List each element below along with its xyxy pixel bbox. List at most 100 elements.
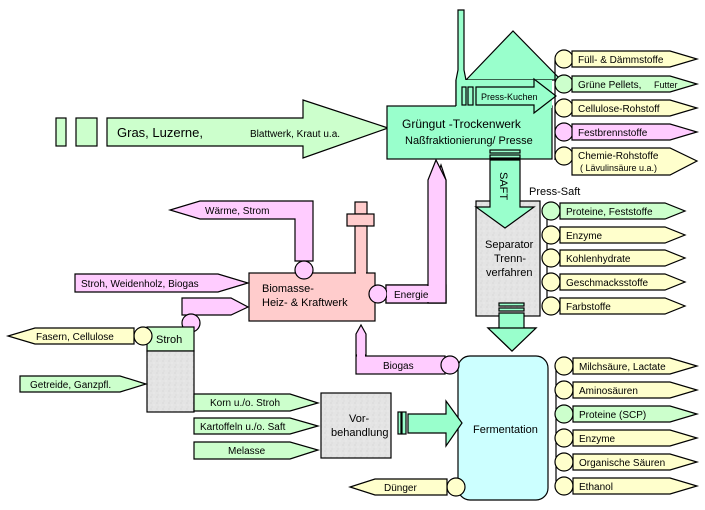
energie-line[interactable]: Energie [368,158,447,304]
output-organische-saeuren[interactable]: Organische Säuren [554,452,700,472]
svg-text:Proteine, Feststoffe: Proteine, Feststoffe [566,207,653,218]
input-arrow [106,99,390,159]
fermentation-outputs: Milchsäure, Lactate Aminosäuren Proteine… [554,356,700,496]
connector-circle [554,428,574,448]
output-cellulose-rohstoff[interactable]: Cellulose-Rohstoff [554,98,700,118]
vorbehandlung-arrow [407,399,463,448]
input-melasse[interactable]: Melasse [193,441,321,460]
svg-text:Korn u./o. Stroh: Korn u./o. Stroh [210,398,280,409]
input-bar-1 [55,117,67,147]
duenger-label: Dünger [384,483,417,494]
stroh-weidenholz-label: Stroh, Weidenholz, Biogas [81,279,199,290]
output-proteine-scp[interactable]: Proteine (SCP) [554,404,700,424]
fermentation-label: Fermentation [473,424,538,436]
svg-text:Enzyme: Enzyme [566,231,603,242]
svg-text:Grüne Pellets,: Grüne Pellets, [578,80,641,91]
svg-text:Chemie-Rohstoffe: Chemie-Rohstoffe [578,151,659,162]
connector-circle [554,356,574,376]
gruengut-subtitle: Naßfraktionierung/ Presse [405,135,533,147]
saft-down-arrow [474,159,536,229]
connector-circle [554,74,574,94]
biogas-line[interactable]: Biogas [355,323,460,375]
svg-text:Füll- & Dämmstoffe: Füll- & Dämmstoffe [578,55,664,66]
connector-circle [541,225,561,245]
saft-label: SAFT [497,172,509,200]
output-geschmacksstoffe[interactable]: Geschmacksstoffe [541,272,687,292]
vorbehandlung-box [320,392,392,459]
svg-text:Kohlenhydrate: Kohlenhydrate [566,254,631,265]
svg-text:Enzyme: Enzyme [579,434,616,445]
input-label-large: Gras, Luzerne, [117,125,203,140]
connector-circle [541,296,561,316]
input-arrow-gras: Gras, Luzerne, Blattwerk, Kraut u.a. [55,99,390,159]
separator-line3: verfahren [486,267,532,279]
svg-text:Proteine (SCP): Proteine (SCP) [579,410,646,421]
energie-label: Energie [394,290,429,301]
press-saft-label: Press-Saft [529,186,580,198]
gruengut-box [386,105,553,160]
saft-arrow [489,149,521,159]
separator: SAFT Press-Saft Separator Trenn- verfahr… [474,159,580,317]
getreide-label: Getreide, Ganzpfl. [30,380,111,391]
svg-text:Farbstoffe: Farbstoffe [566,302,611,313]
output-fuell-daemmstoffe[interactable]: Füll- & Dämmstoffe [554,49,700,69]
connector-circle [554,404,574,424]
connector-circle [554,452,574,472]
output-chemie-rohstoffe[interactable]: Chemie-Rohstoffe ( Lävulinsäure u.a.) [554,146,699,176]
output-waerme-strom[interactable]: Wärme, Strom [167,200,314,280]
output-aminosaeuren[interactable]: Aminosäuren [554,380,700,400]
output-festbrennstoffe[interactable]: Festbrennstoffe [554,122,700,142]
separator-line2: Trenn- [494,253,526,265]
connector-circle [133,326,153,346]
stroh-storage [146,350,195,413]
biogas-label: Biogas [383,361,414,372]
svg-text:Milchsäure, Lactate: Milchsäure, Lactate [579,362,666,373]
output-farbstoffe[interactable]: Farbstoffe [541,296,687,316]
connector-circle [541,201,561,221]
output-proteine-feststoffe[interactable]: Proteine, Feststoffe [541,201,687,221]
press-kuchen-label: Press-Kuchen [481,92,538,102]
vorbehandlung: Vor- behandlung [320,392,463,459]
input-bar-2 [75,117,98,147]
kraftwerk-line2: Heiz- & Kraftwerk [262,297,348,309]
output-enzyme-ferm[interactable]: Enzyme [554,428,700,448]
kraftwerk-line1: Biomasse- [262,283,314,295]
input-label-small: Blattwerk, Kraut u.a. [250,129,340,140]
press-kuchen-arrow [475,77,557,115]
output-kohlenhydrate[interactable]: Kohlenhydrate [541,248,687,268]
output-gruene-pellets[interactable]: Grüne Pellets, Futter [554,74,700,94]
stroh-label: Stroh [156,334,182,346]
connector-circle [554,146,574,166]
svg-text:Kartoffeln u./o. Saft: Kartoffeln u./o. Saft [200,422,286,433]
vorbehandlung-line2: behandlung [331,427,389,439]
output-ethanol[interactable]: Ethanol [554,476,700,496]
stroh-block: Stroh [133,326,195,413]
output-milchsaeure[interactable]: Milchsäure, Lactate [554,356,700,376]
connector-circle [554,476,574,496]
connector-circle [440,355,460,375]
input-korn-stroh[interactable]: Korn u./o. Stroh [193,393,321,412]
svg-text:Cellulose-Rohstoff: Cellulose-Rohstoff [578,104,660,115]
input-stroh-weidenholz[interactable]: Stroh, Weidenholz, Biogas [74,273,251,293]
kraftwerk-box [248,272,376,322]
input-getreide[interactable]: Getreide, Ganzpfl. [19,375,149,393]
svg-text:Organische Säuren: Organische Säuren [579,458,665,469]
connector-circle [554,122,574,142]
separator-line1: Separator [485,239,534,251]
svg-text:( Lävulinsäure u.a.): ( Lävulinsäure u.a.) [580,163,657,173]
output-enzyme-sep[interactable]: Enzyme [541,225,687,245]
fermentation: Fermentation [457,327,557,501]
svg-text:Geschmacksstoffe: Geschmacksstoffe [566,278,649,289]
output-fasern-cellulose[interactable]: Fasern, Cellulose [5,327,135,345]
input-kartoffeln-saft[interactable]: Kartoffeln u./o. Saft [193,417,321,435]
vorbehandlung-line1: Vor- [349,413,370,425]
svg-text:Futter: Futter [654,80,678,90]
connector-circle [554,49,574,69]
connector-circle [368,284,388,304]
output-duenger[interactable]: Dünger [348,477,466,497]
separator-outputs: Proteine, Feststoffe Enzyme Kohlenhydrat… [541,201,687,316]
connector-circle [446,477,466,497]
connector-circle [294,260,314,280]
svg-text:Aminosäuren: Aminosäuren [579,386,638,397]
